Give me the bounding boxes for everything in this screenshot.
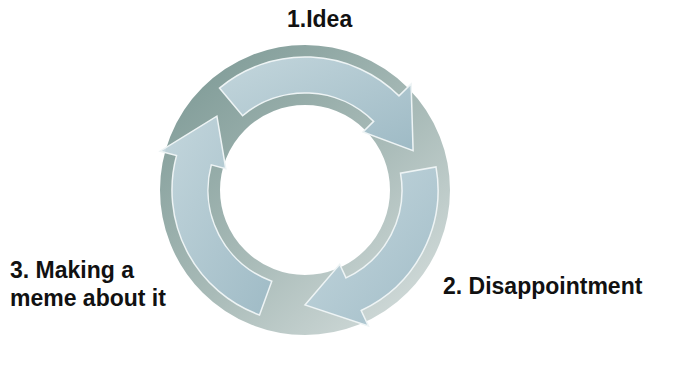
cycle-arrow (160, 116, 272, 315)
step-label: 1.Idea (287, 5, 352, 33)
step-label: 2. Disappointment (443, 272, 642, 300)
step-label: 3. Making a meme about it (10, 256, 188, 312)
cycle-arrow (305, 167, 438, 326)
cycle-arrow (220, 57, 414, 151)
